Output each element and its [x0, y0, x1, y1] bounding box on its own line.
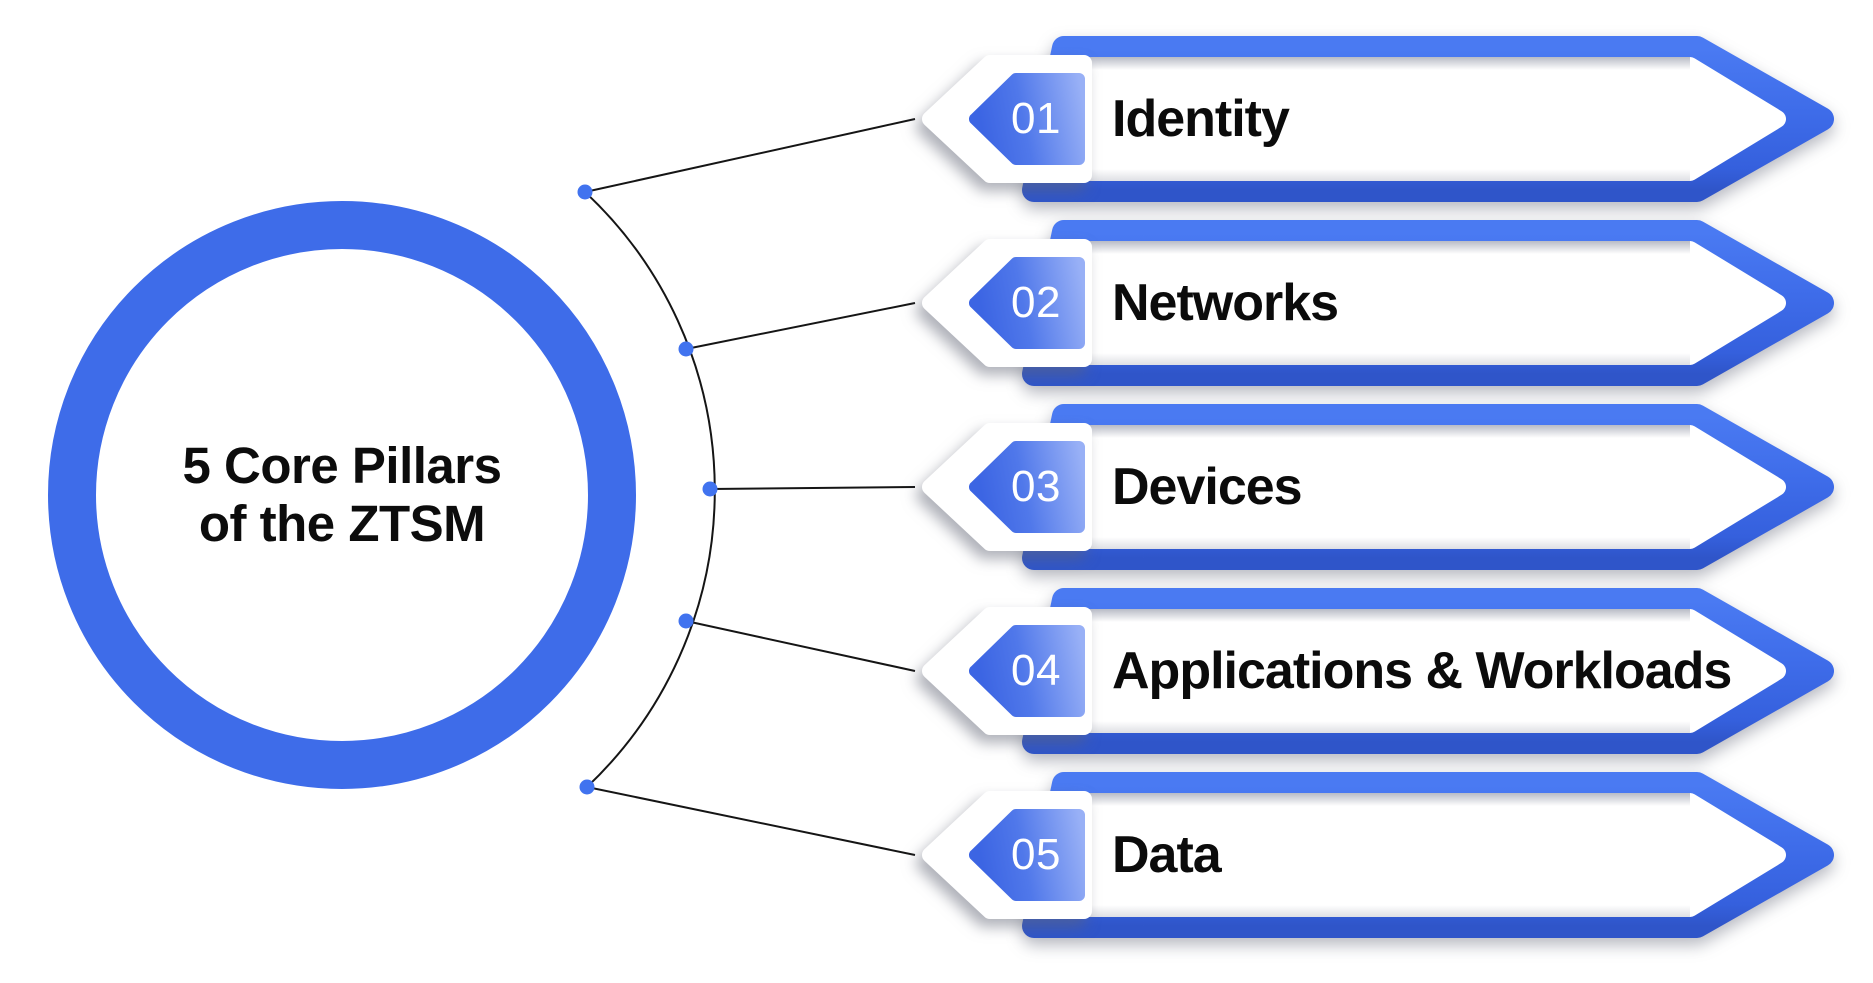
pillar-label: Devices — [1112, 458, 1303, 516]
banner-shape — [922, 404, 1834, 570]
connector-line-1 — [584, 118, 916, 193]
pillar-banner-data: 05 Data — [0, 772, 1873, 938]
connector-dot-2 — [678, 341, 694, 357]
banner-top-shade — [1050, 57, 1690, 70]
badge-blue-pentagon — [969, 73, 1085, 165]
banner-bottom-shade — [1020, 721, 1690, 733]
hub-title: 5 Core Pillars of the ZTSM — [182, 436, 503, 553]
pillar-banner-applications-workloads: 04 Applications & Workloads — [0, 588, 1873, 754]
pillar-banner-networks: 02 Networks — [0, 220, 1873, 386]
badge-number: 03 — [1011, 462, 1061, 511]
hub-title-line2: of the ZTSM — [198, 495, 486, 552]
connector-line-4 — [685, 620, 916, 672]
connector-line-5 — [586, 786, 916, 856]
connector-dot-3 — [702, 481, 718, 497]
badge-blue-pentagon — [969, 257, 1085, 349]
pillar-banner-identity: 01 Identity — [0, 36, 1873, 202]
banner-bottom-shade — [1020, 353, 1690, 365]
banner-shape — [922, 588, 1834, 754]
banner-shape — [922, 220, 1834, 386]
banner-bottom-shade — [1020, 537, 1690, 549]
badge-blue-pentagon — [969, 809, 1085, 901]
connector-dot-5 — [579, 779, 595, 795]
badge-number: 02 — [1011, 278, 1061, 327]
banner-top-shade — [1050, 609, 1690, 622]
pillar-label: Applications & Workloads — [1112, 642, 1732, 700]
hub-title-line1: 5 Core Pillars — [182, 436, 503, 494]
badge-number: 05 — [1011, 830, 1061, 879]
number-badge — [922, 239, 1092, 367]
connector-line-2 — [685, 302, 916, 350]
pillar-banner-devices: 03 Devices — [0, 404, 1873, 570]
number-badge — [922, 55, 1092, 183]
banner-shape — [922, 772, 1834, 938]
pillar-label: Networks — [1112, 274, 1339, 332]
badge-number: 01 — [1011, 94, 1061, 143]
banner-bottom-shade — [1020, 905, 1690, 917]
number-badge — [922, 607, 1092, 735]
badge-number: 04 — [1011, 646, 1061, 695]
badge-blue-pentagon — [969, 441, 1085, 533]
banner-top-shade — [1050, 793, 1690, 806]
banner-shape — [922, 36, 1834, 202]
banner-top-shade — [1050, 241, 1690, 254]
pillar-label: Identity — [1112, 90, 1290, 148]
connector-line-3 — [709, 486, 916, 490]
badge-blue-pentagon — [969, 625, 1085, 717]
connector-dot-1 — [577, 184, 593, 200]
connector-dot-4 — [678, 613, 694, 629]
banner-top-shade — [1050, 425, 1690, 438]
number-badge — [922, 791, 1092, 919]
number-badge — [922, 423, 1092, 551]
banner-bottom-shade — [1020, 169, 1690, 181]
pillar-label: Data — [1112, 826, 1222, 884]
